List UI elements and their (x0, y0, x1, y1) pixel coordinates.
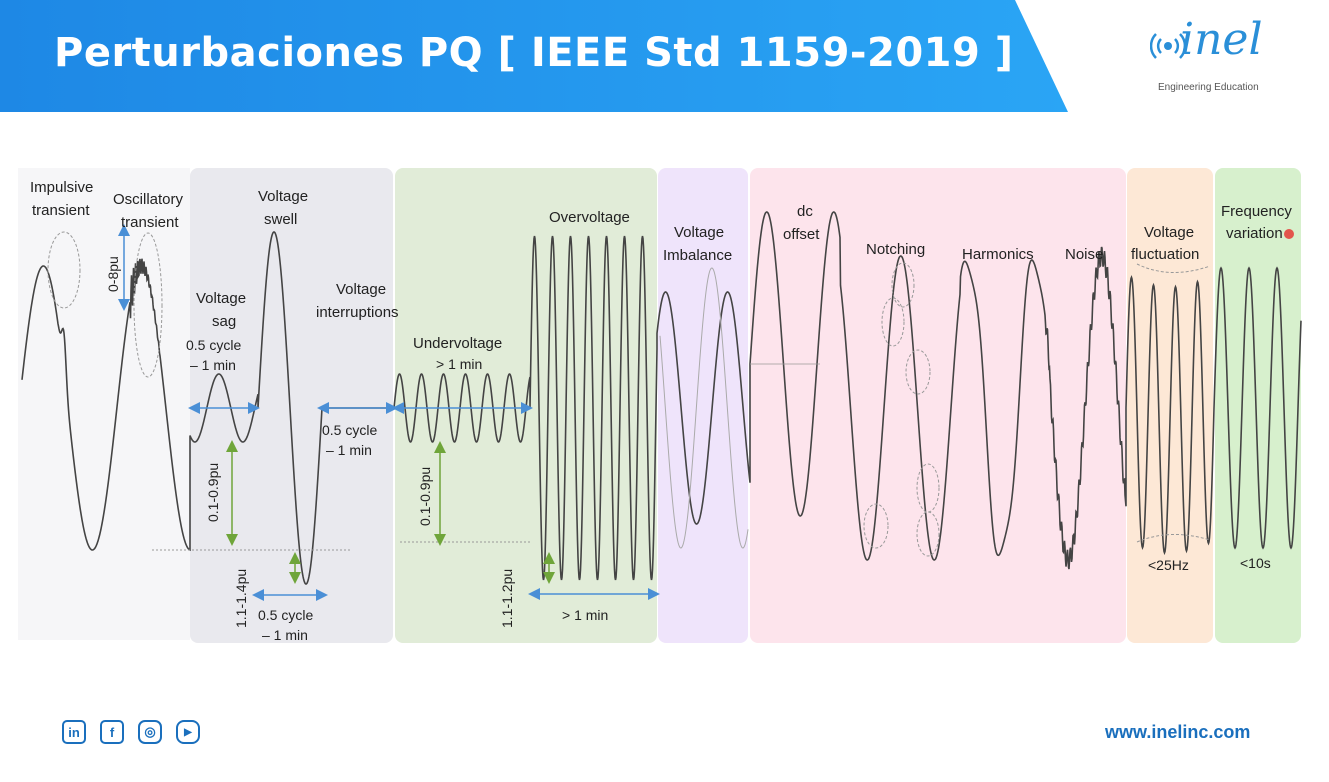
label-sag-dur-1: 0.5 cycle (186, 337, 241, 353)
label-frequency-1: Frequency (1221, 203, 1292, 220)
label-harmonics: Harmonics (962, 246, 1034, 263)
zone-sag-swell (190, 168, 393, 643)
linkedin-icon[interactable]: in (62, 720, 86, 744)
label-over-pu: 1.1-1.2pu (499, 569, 515, 628)
page-title: Perturbaciones PQ [ IEEE Std 1159-2019 ] (54, 30, 1014, 76)
label-dc-offset-2: offset (783, 226, 820, 243)
broadcast-icon (1150, 33, 1187, 59)
label-swell-dur-1: 0.5 cycle (258, 607, 313, 623)
label-swell-1: Voltage (258, 188, 308, 205)
inel-logo: inel Engineering Education (1150, 14, 1280, 100)
label-overvoltage: Overvoltage (549, 209, 630, 226)
label-interruptions-1: Voltage (336, 281, 386, 298)
label-noise: Noise (1065, 246, 1103, 263)
label-sag-dur-2: – 1 min (190, 357, 236, 373)
label-fluctuation-1: Voltage (1144, 224, 1194, 241)
label-swell-dur-2: – 1 min (262, 627, 308, 643)
social-icons: in f ◎ ▶ (62, 720, 200, 744)
header-banner (0, 0, 1068, 112)
label-interr-dur-1: 0.5 cycle (322, 422, 377, 438)
label-oscillatory-1: Oscillatory (113, 191, 184, 208)
label-imbalance-2: Imbalance (663, 247, 732, 264)
label-swell-2: swell (264, 211, 297, 228)
website-link[interactable]: www.inelinc.com (1105, 722, 1251, 742)
facebook-icon[interactable]: f (100, 720, 124, 744)
pq-disturbance-diagram: Impulsive transient Oscillatory transien… (18, 168, 1302, 643)
label-frequency-2: variation (1226, 225, 1283, 242)
label-under-dur: > 1 min (436, 356, 482, 372)
label-freq-time: <10s (1240, 555, 1271, 571)
label-sag-pu: 0.1-0.9pu (205, 463, 221, 522)
label-sag-2: sag (212, 313, 236, 330)
label-over-dur: > 1 min (562, 607, 608, 623)
zone-transients (18, 168, 190, 640)
logo-tagline: Engineering Education (1158, 82, 1259, 93)
label-imbalance-1: Voltage (674, 224, 724, 241)
label-impulsive-2: transient (32, 202, 90, 219)
label-interr-dur-2: – 1 min (326, 442, 372, 458)
label-notching: Notching (866, 241, 925, 258)
label-impulsive-1: Impulsive (30, 179, 93, 196)
youtube-icon[interactable]: ▶ (176, 720, 200, 744)
label-dc-offset-1: dc (797, 203, 813, 220)
zone-waveform (750, 168, 1126, 643)
label-fluctuation-2: fluctuation (1131, 246, 1199, 263)
instagram-icon[interactable]: ◎ (138, 720, 162, 744)
imbalance-ghost-waveform (659, 267, 749, 549)
label-swell-pu: 1.1-1.4pu (233, 569, 249, 628)
label-pu-0-8: 0-8pu (105, 256, 121, 292)
label-oscillatory-2: transient (121, 214, 179, 231)
zone-imbalance (658, 168, 748, 643)
waveform (21, 211, 1302, 585)
label-under-pu: 0.1-0.9pu (417, 467, 433, 526)
label-fluct-freq: <25Hz (1148, 557, 1189, 573)
label-undervoltage: Undervoltage (413, 335, 502, 352)
label-interruptions-2: interruptions (316, 304, 399, 321)
label-sag-1: Voltage (196, 290, 246, 307)
logo-wordmark: inel (1180, 14, 1263, 65)
cursor-pointer (1284, 229, 1294, 239)
